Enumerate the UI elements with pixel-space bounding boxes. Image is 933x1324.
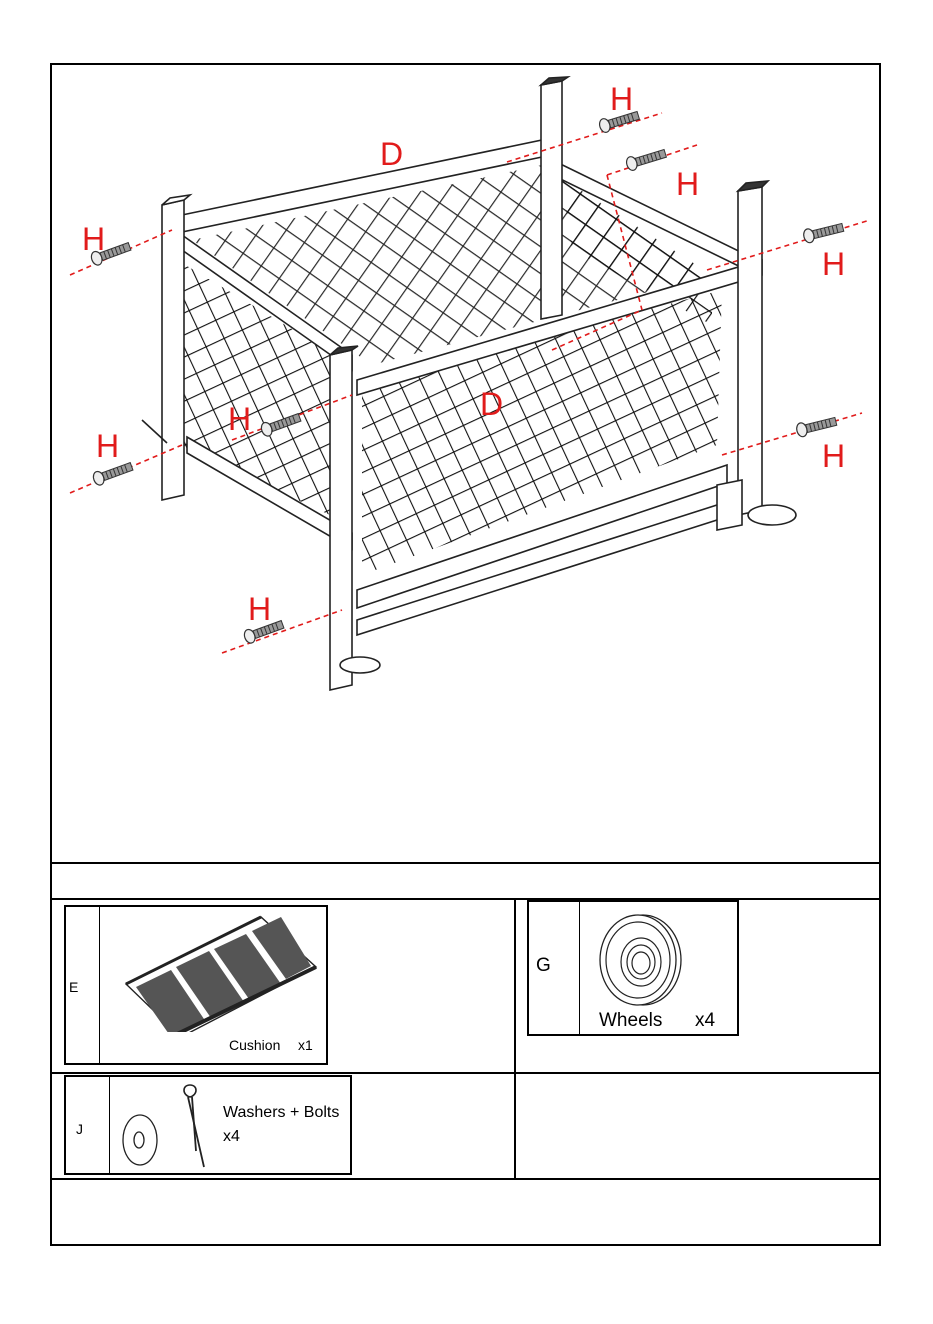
mesh-panels xyxy=(177,165,722,575)
part-g-box: G Wheels x4 xyxy=(527,900,739,1036)
washer-icon xyxy=(120,1112,160,1168)
part-e-qty: x1 xyxy=(298,1037,313,1053)
h-label-8: H xyxy=(248,591,271,627)
part-j-letter: J xyxy=(76,1121,83,1137)
part-e-letter: E xyxy=(69,979,78,995)
part-e-box: E Cushion x1 xyxy=(64,905,328,1065)
part-g-letter: G xyxy=(536,955,551,977)
part-j-box: J Washers + Bolts x4 xyxy=(64,1075,352,1175)
h-label-2: H xyxy=(676,166,699,202)
parts-table-row-border xyxy=(52,1072,881,1074)
part-d-label-front: D xyxy=(480,386,503,422)
part-j-name: Washers + Bolts xyxy=(223,1104,339,1122)
parts-table-bottom-border xyxy=(52,1178,881,1180)
part-d-label-top: D xyxy=(380,136,403,172)
bolt-pin-icon xyxy=(176,1081,216,1171)
parts-table-column-divider xyxy=(514,898,516,1178)
instruction-sheet: D D H H H H H H H H E Cushion x1 G xyxy=(50,63,881,1246)
h-label-6: H xyxy=(96,428,119,464)
wheel-icon xyxy=(591,910,691,1010)
assembly-diagram: D D H H H H H H H H xyxy=(52,65,881,862)
h-label-7: H xyxy=(822,438,845,474)
h-label-3: H xyxy=(82,221,105,257)
h-label-5: H xyxy=(228,401,251,437)
part-g-qty: x4 xyxy=(695,1010,715,1032)
h-label-4: H xyxy=(822,246,845,282)
part-e-name: Cushion xyxy=(229,1037,280,1053)
cushion-icon xyxy=(111,912,321,1032)
part-g-name: Wheels xyxy=(599,1010,662,1032)
h-label-1: H xyxy=(610,81,633,117)
part-j-qty: x4 xyxy=(223,1128,240,1146)
parts-table-top-border xyxy=(52,862,881,864)
parts-table-header-border xyxy=(52,898,881,900)
